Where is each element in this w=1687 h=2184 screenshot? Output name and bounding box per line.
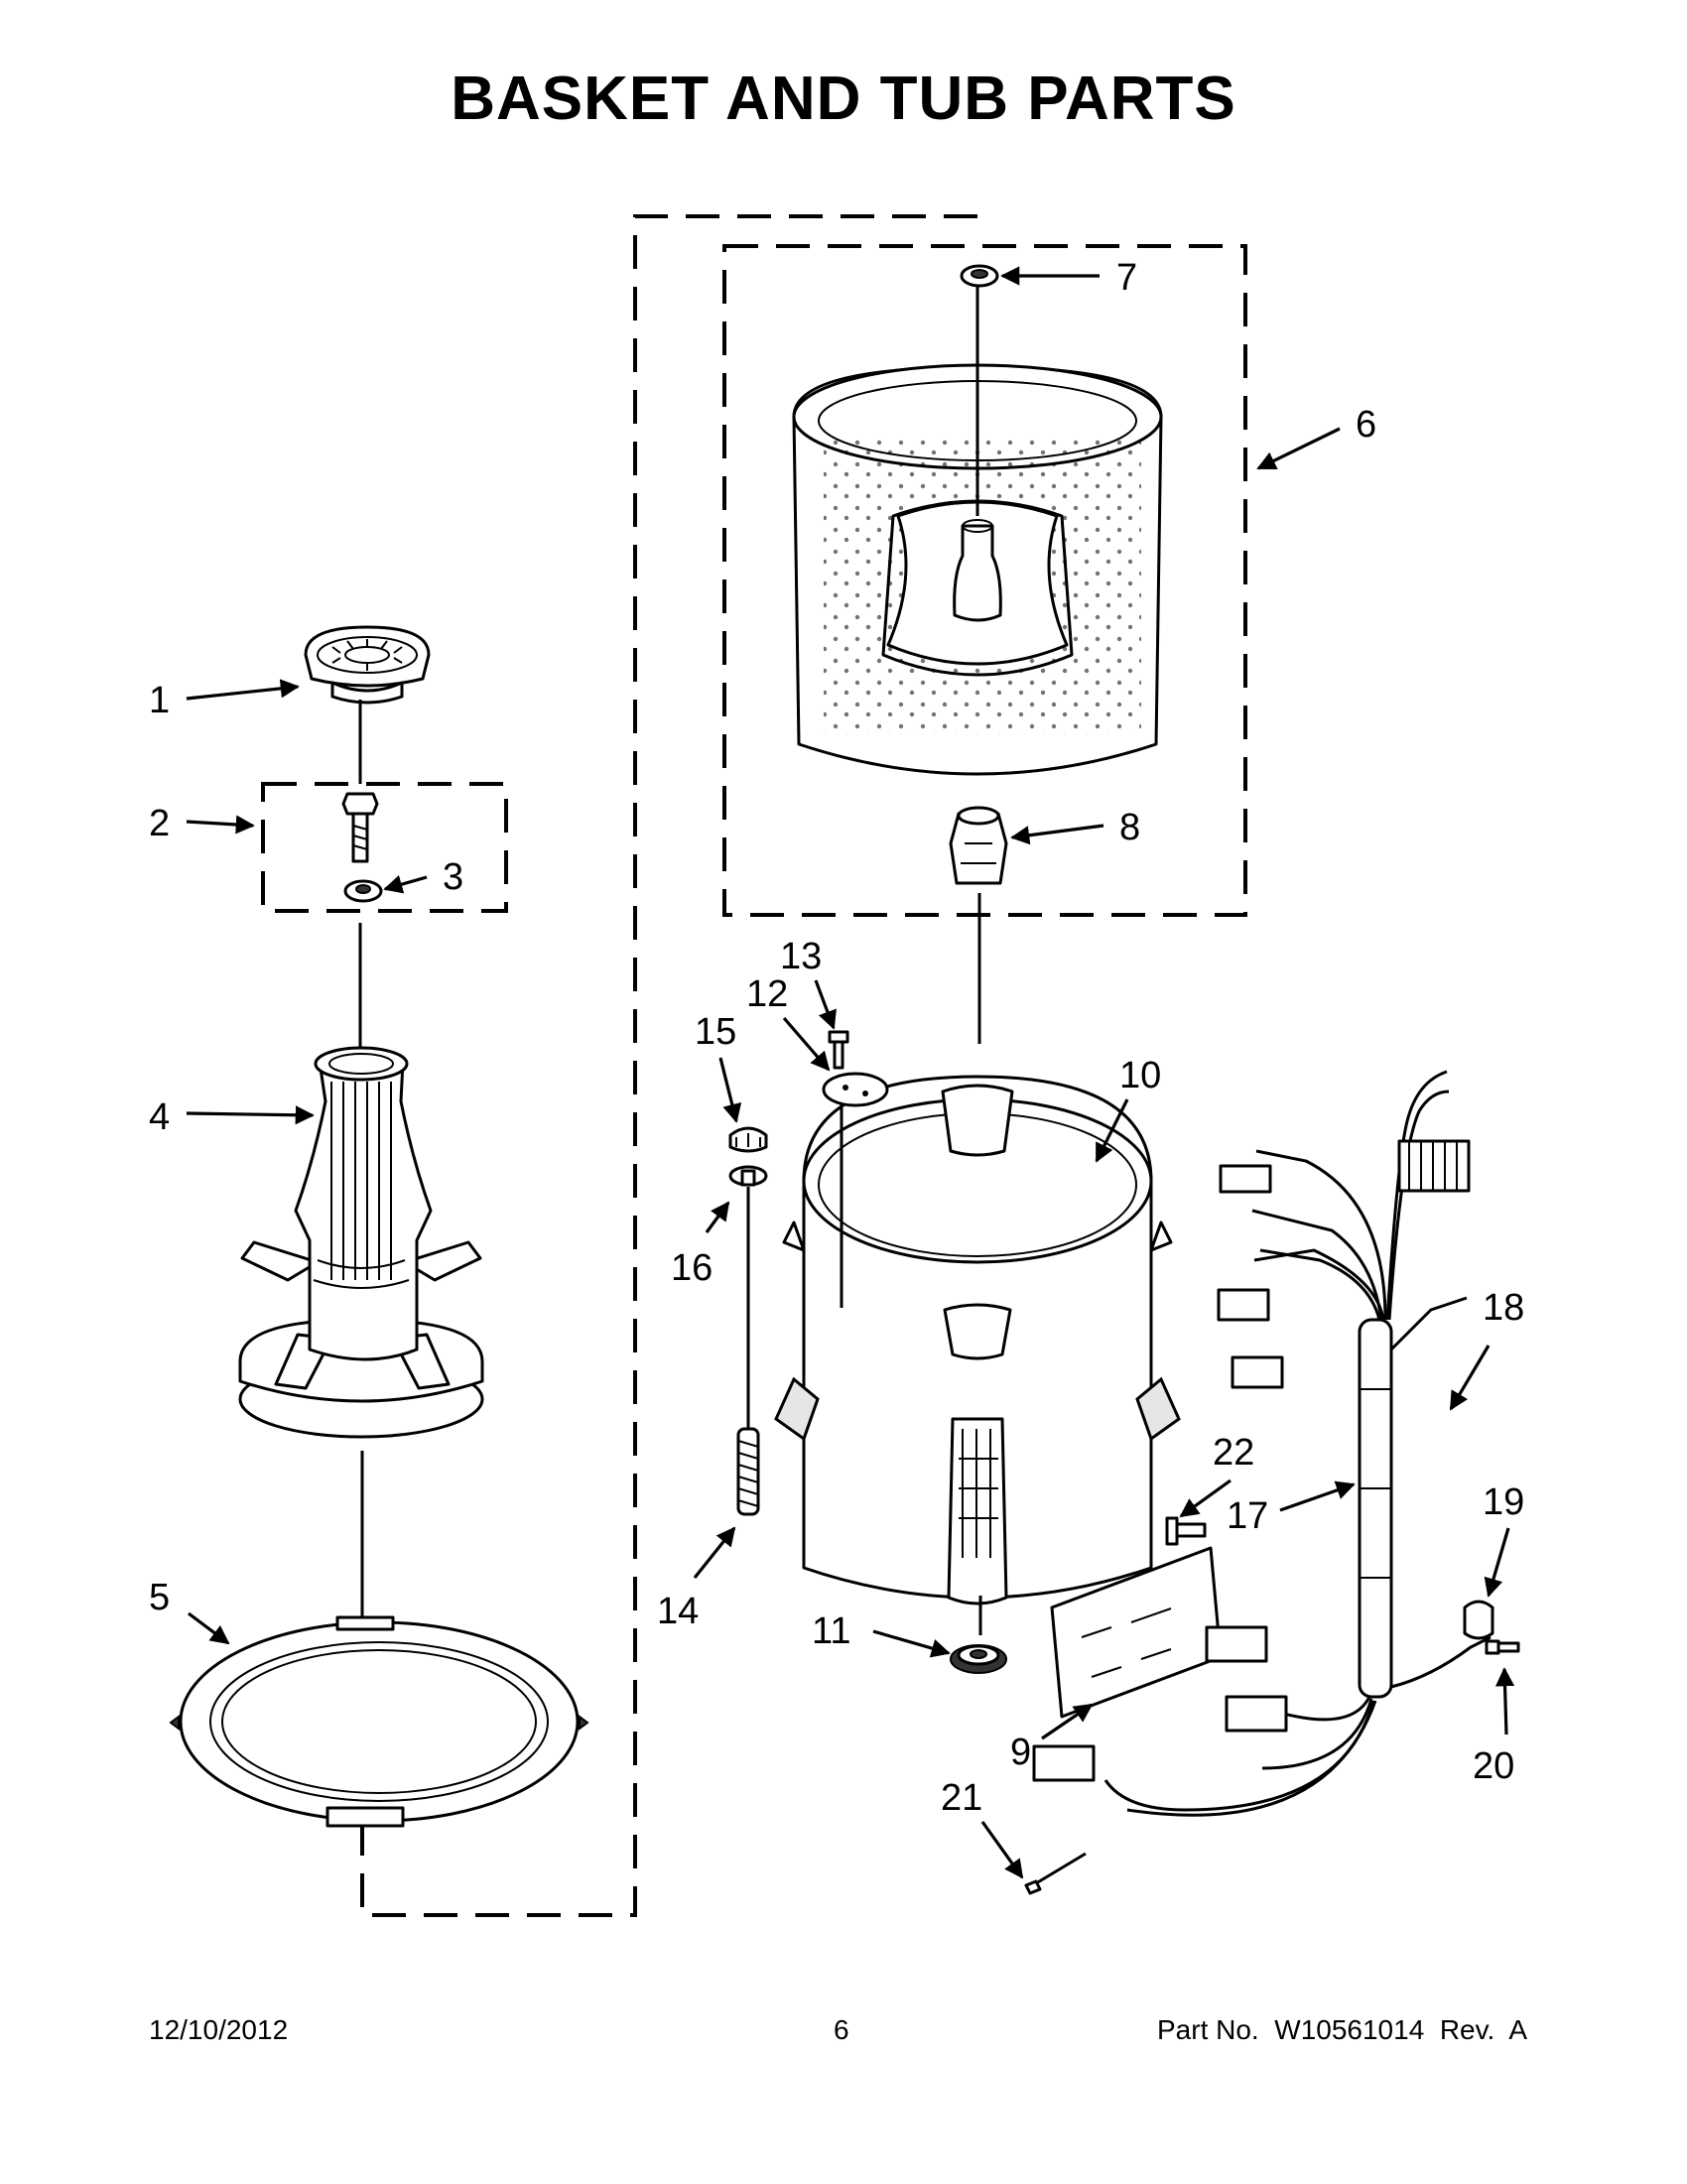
- callout-21: 21: [941, 1777, 982, 1819]
- callout-17: 17: [1227, 1495, 1268, 1537]
- washer-part: [343, 879, 383, 903]
- suspension-dampener-cap-part: [728, 1126, 768, 1153]
- callout-13: 13: [780, 936, 822, 977]
- callout-12: 12: [746, 973, 788, 1015]
- callout-4: 4: [149, 1096, 170, 1138]
- callout-2: 2: [149, 803, 170, 844]
- bolt-kit-outline: [261, 782, 508, 913]
- callout-9: 9: [1010, 1732, 1031, 1773]
- bracket-plate-part: [822, 1072, 889, 1107]
- suspension-spring-part: [736, 1427, 760, 1516]
- board-screw-part: [1165, 1516, 1207, 1546]
- leader-arrows: [186, 266, 1515, 1879]
- agitator-bolt-part: [341, 792, 379, 863]
- callout-6: 6: [1356, 404, 1376, 446]
- drive-hub-part: [949, 806, 1008, 885]
- callout-18: 18: [1483, 1287, 1524, 1329]
- footer-page-number: 6: [834, 2014, 849, 2045]
- callout-14: 14: [657, 1591, 699, 1632]
- tub-seal-part: [950, 1644, 1007, 1674]
- suspension-pivot-part: [728, 1165, 768, 1187]
- outer-tub-part: [774, 1075, 1181, 1606]
- basket-assembly-outline: [360, 214, 977, 1917]
- callout-3: 3: [443, 856, 463, 898]
- basket-kit-outline: [722, 244, 1247, 917]
- callout-20: 20: [1473, 1745, 1514, 1787]
- callout-1: 1: [149, 680, 170, 721]
- wash-basket-part: [792, 363, 1163, 776]
- callout-5: 5: [149, 1577, 170, 1618]
- callout-10: 10: [1119, 1055, 1161, 1096]
- callout-19: 19: [1483, 1481, 1524, 1523]
- agitator-part: [238, 1046, 484, 1439]
- exploded-parts-diagram: 1 2 3 4 5 6 7 8 9 10 11 12 13 14 15 16 1…: [149, 214, 1524, 1917]
- cable-tie-part: [1024, 1852, 1087, 1895]
- callout-8: 8: [1119, 807, 1140, 848]
- footer-date: 12/10/2012: [149, 2014, 289, 2045]
- clip-screw-part: [1485, 1639, 1520, 1655]
- basket-nut-part: [960, 264, 999, 288]
- harness-clip-part: [1463, 1600, 1494, 1640]
- balance-ring-part: [169, 1615, 589, 1828]
- footer-part-number: Part No. W10561014 Rev. A: [1157, 2014, 1528, 2045]
- callout-15: 15: [695, 1011, 736, 1053]
- callout-22: 22: [1213, 1432, 1254, 1474]
- agitator-cap-part: [304, 625, 431, 705]
- plate-screw-part: [828, 1030, 849, 1070]
- callout-16: 16: [671, 1247, 713, 1289]
- callout-11: 11: [812, 1610, 850, 1652]
- page-title: BASKET AND TUB PARTS: [451, 64, 1236, 133]
- wire-harness-part: [1032, 1070, 1492, 1817]
- callout-7: 7: [1116, 257, 1137, 299]
